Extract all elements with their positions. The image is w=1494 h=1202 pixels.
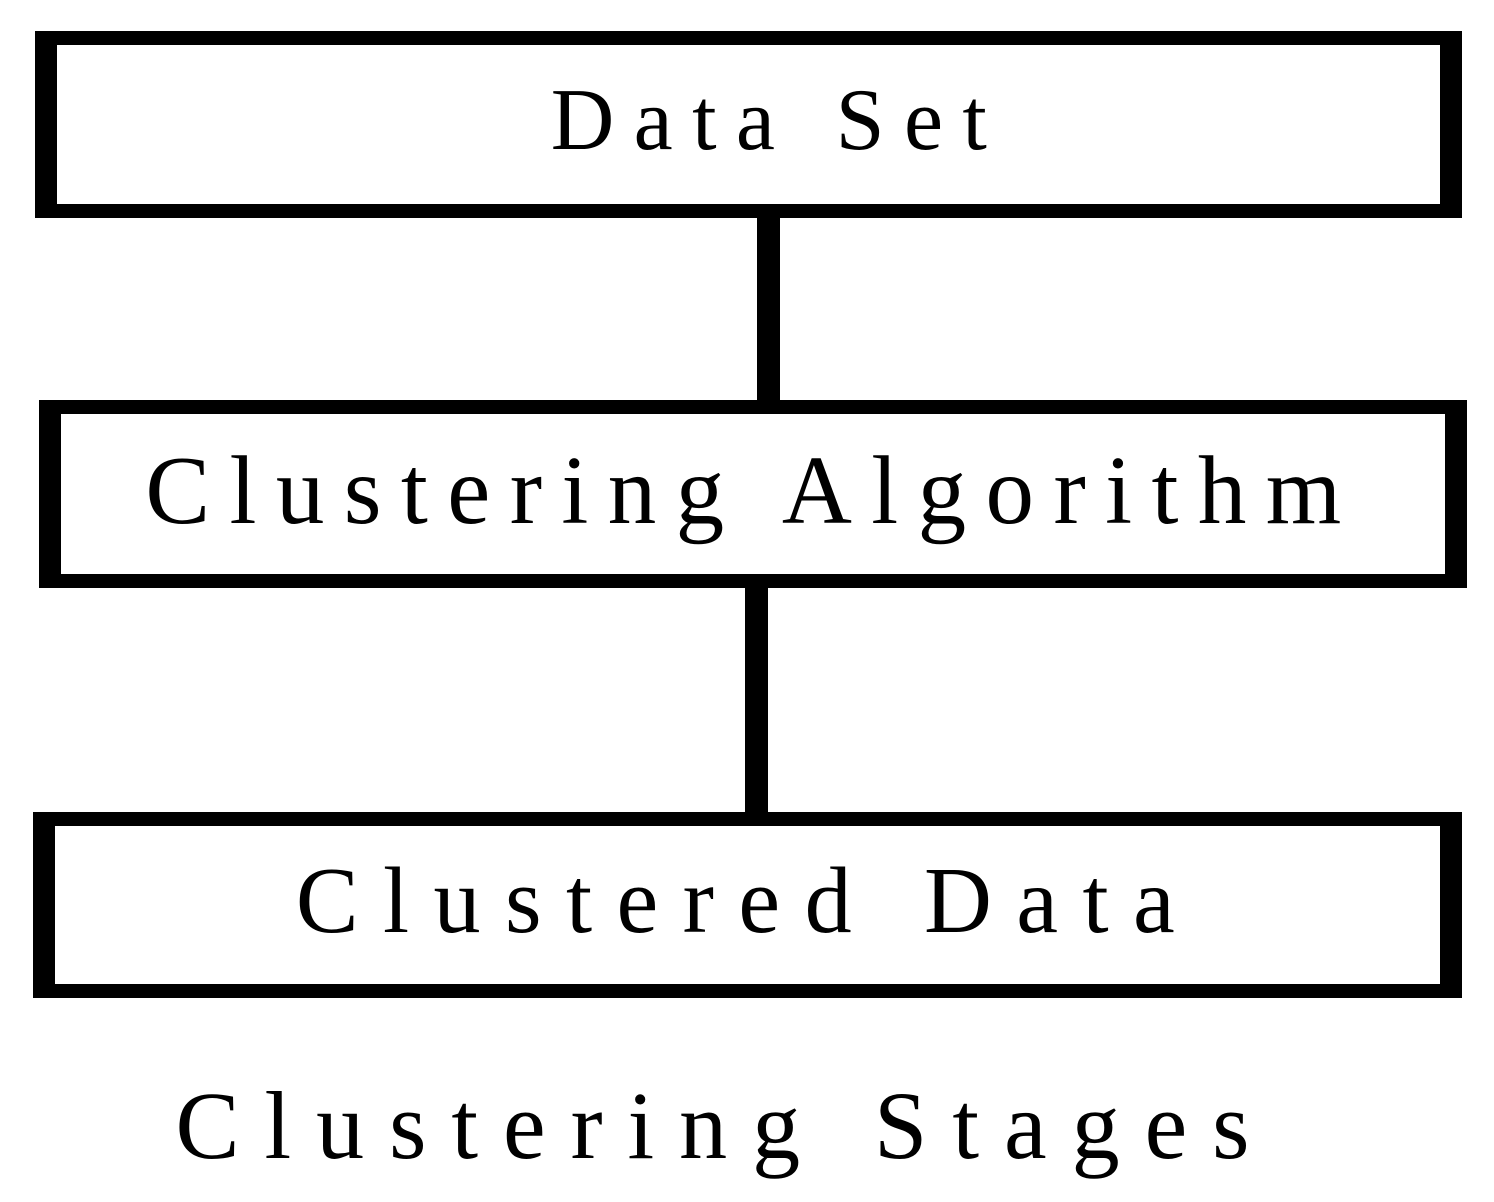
node-data-set-label: Data Set [550,71,1007,169]
node-clustered-data: Clustered Data [33,812,1462,998]
node-clustering-algorithm: Clustering Algorithm [39,400,1467,588]
edge-dataset-to-algorithm [757,210,780,408]
node-clustered-data-label: Clustered Data [295,849,1200,953]
node-data-set: Data Set [35,31,1462,218]
edge-algorithm-to-clustered-data [745,580,768,820]
diagram-caption: Clustering Stages [175,1072,1275,1179]
node-clustering-algorithm-label: Clustering Algorithm [145,436,1361,544]
